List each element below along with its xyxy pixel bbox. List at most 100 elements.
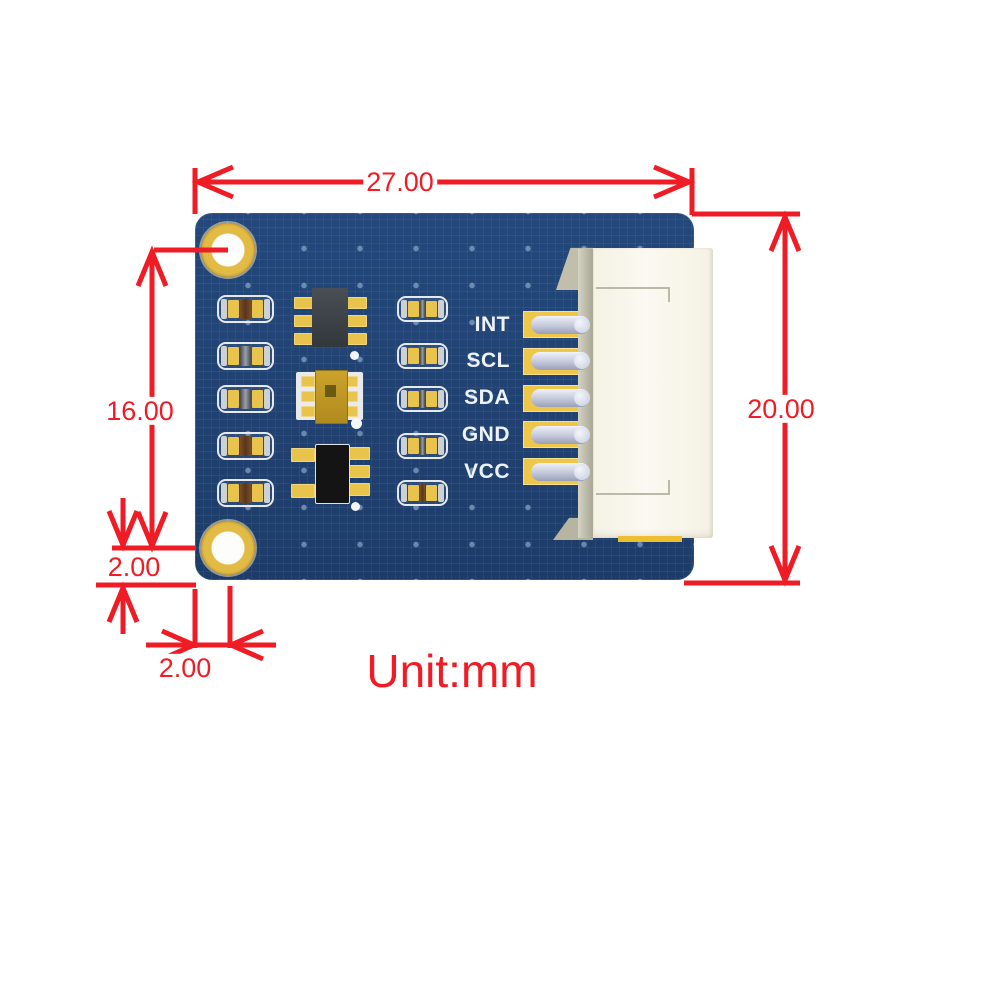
mounting-hole-bottom-left <box>201 521 255 575</box>
passive-left-3 <box>217 385 274 413</box>
passive-end-cap <box>438 300 444 318</box>
ic1-chip <box>312 288 348 347</box>
jst-connector-body <box>590 248 713 538</box>
ic2-chip <box>315 444 350 504</box>
arrowhead-left <box>191 164 234 200</box>
sensor-die <box>325 385 336 397</box>
unit-label: Unit:mm <box>366 644 538 698</box>
dim-label-hole-offset-left: 2.00 <box>155 653 215 682</box>
passive-body <box>420 437 425 455</box>
sensor-pad <box>344 391 358 402</box>
arrowhead-down <box>768 545 802 587</box>
ic1-pad <box>347 315 367 327</box>
passive-solder-pad <box>228 347 239 365</box>
passive-end-cap <box>438 390 444 408</box>
arrowhead-right <box>653 164 696 200</box>
pin-label-vcc: VCC <box>464 459 510 483</box>
pin-label-sda: SDA <box>464 386 510 409</box>
passive-solder-pad <box>252 347 263 365</box>
passive-body <box>240 389 251 409</box>
passive-body <box>240 299 251 319</box>
passive-end-cap <box>438 347 444 365</box>
passive-end-cap <box>401 347 407 365</box>
ic2-pad <box>348 483 370 496</box>
passive-end-cap <box>221 389 227 409</box>
arrowhead-down <box>106 510 140 552</box>
sensor-pad <box>344 406 358 417</box>
passive-body <box>240 483 251 503</box>
passive-solder-pad <box>426 391 437 407</box>
dim-label-hole-offset-bottom: 2.00 <box>104 552 164 581</box>
passive-solder-pad <box>252 437 263 455</box>
passive-end-cap <box>221 346 227 366</box>
ic1-pad <box>347 333 367 345</box>
ic1-pad <box>347 297 367 309</box>
ic1-pad <box>294 297 314 309</box>
pin-sda <box>531 389 590 407</box>
passive-solder-pad <box>228 484 239 502</box>
passive-right-4 <box>397 433 448 459</box>
passive-end-cap <box>264 483 270 503</box>
passive-solder-pad <box>426 301 437 317</box>
pin-label-scl: SCL <box>466 349 510 373</box>
passive-right-1 <box>397 296 448 322</box>
sensor-pad <box>344 376 358 387</box>
connector-slot-mark-top <box>596 287 670 302</box>
arrowhead-down <box>135 511 169 553</box>
passive-end-cap <box>264 346 270 366</box>
sensor-pad <box>301 406 315 417</box>
arrowhead-up <box>106 581 140 623</box>
pin-int <box>531 315 590 334</box>
dim-label-width: 27.00 <box>363 167 437 196</box>
dim-label-height: 20.00 <box>744 394 818 423</box>
passive-solder-pad <box>252 484 263 502</box>
ic1-pad <box>294 315 314 327</box>
passive-end-cap <box>401 437 407 455</box>
passive-solder-pad <box>408 485 419 501</box>
passive-solder-pad <box>252 300 263 318</box>
passive-body <box>240 346 251 366</box>
arrowhead-up <box>768 210 802 252</box>
passive-end-cap <box>401 390 407 408</box>
ic2-pad <box>291 484 315 498</box>
passive-body <box>420 484 425 502</box>
passive-end-cap <box>401 484 407 502</box>
passive-end-cap <box>438 484 444 502</box>
passive-solder-pad <box>426 485 437 501</box>
ic1-pad <box>294 333 314 345</box>
passive-solder-pad <box>228 390 239 408</box>
passive-solder-pad <box>408 391 419 407</box>
passive-solder-pad <box>426 438 437 454</box>
passive-solder-pad <box>252 390 263 408</box>
passive-end-cap <box>221 436 227 456</box>
sensor-pad <box>301 376 315 387</box>
pin-label-int: INT <box>474 312 510 336</box>
arrowhead-up <box>135 245 169 287</box>
connector-slot-mark-bottom <box>596 480 670 495</box>
passive-body <box>240 436 251 456</box>
ic2-pad <box>348 447 370 460</box>
passive-end-cap <box>401 300 407 318</box>
passive-solder-pad <box>408 438 419 454</box>
dim-label-hole-spacing: 16.00 <box>103 396 177 425</box>
pin-label-gnd: GND <box>461 422 510 446</box>
passive-left-1 <box>217 295 274 323</box>
passive-body <box>420 300 425 318</box>
passive-right-3 <box>397 386 448 412</box>
passive-end-cap <box>264 436 270 456</box>
pin-gnd <box>531 425 590 444</box>
arrowhead-left <box>224 628 265 662</box>
passive-end-cap <box>221 299 227 319</box>
passive-left-5 <box>217 479 274 507</box>
passive-solder-pad <box>426 348 437 364</box>
sensor-pad <box>301 391 315 402</box>
ic2-pad <box>348 465 370 478</box>
passive-end-cap <box>438 437 444 455</box>
passive-left-2 <box>217 342 274 370</box>
pin-scl <box>531 352 590 371</box>
passive-solder-pad <box>408 301 419 317</box>
fiducial-dot <box>351 418 362 429</box>
passive-body <box>420 347 425 365</box>
